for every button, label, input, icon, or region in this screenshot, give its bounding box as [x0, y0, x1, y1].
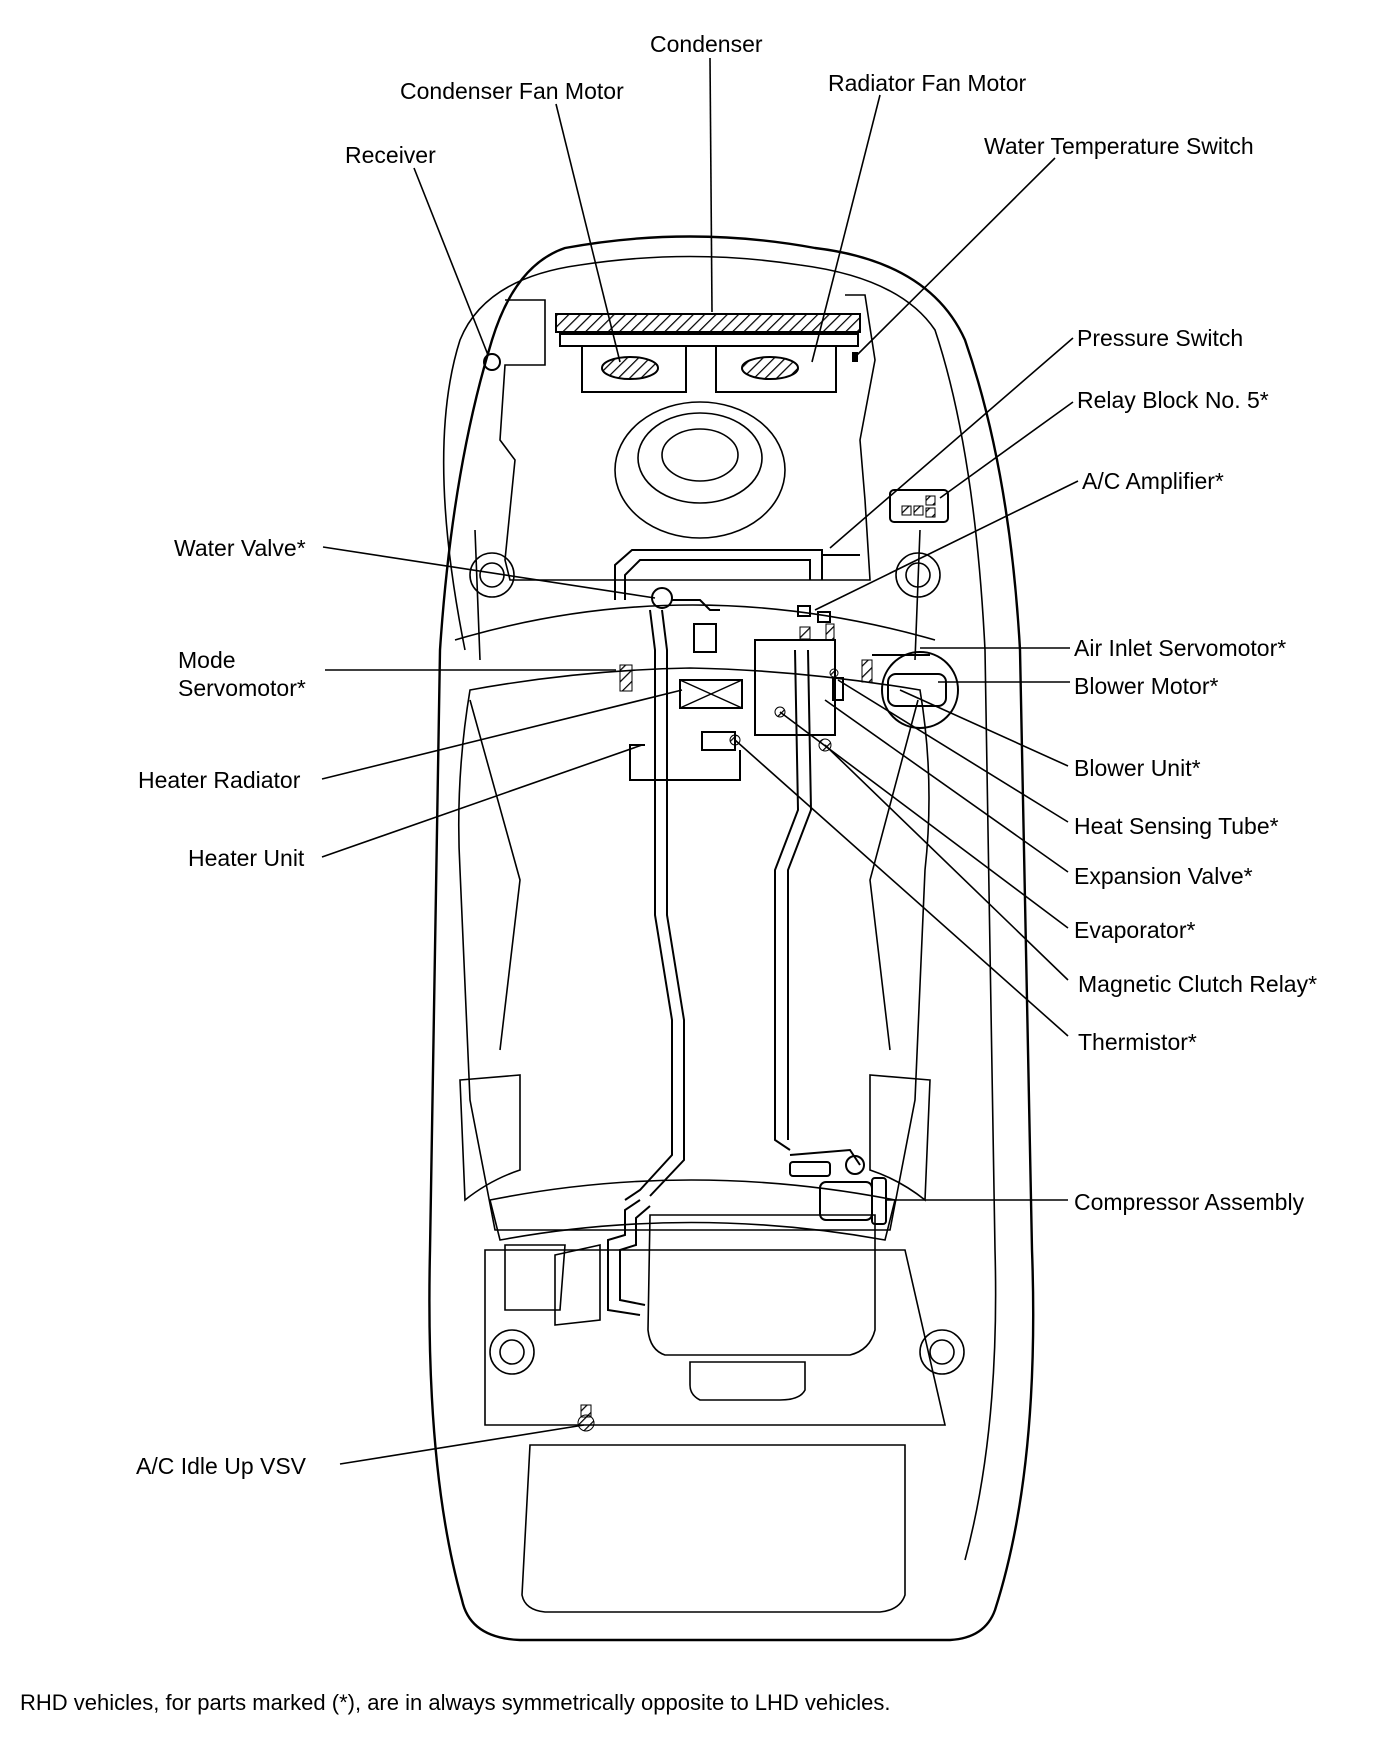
label-condenser: Condenser	[650, 31, 763, 57]
label-heat-sensing-tube: Heat Sensing Tube*	[1074, 813, 1279, 839]
label-water-valve: Water Valve*	[174, 535, 306, 561]
label-mode-servomotor-line2: Servomotor*	[178, 675, 306, 701]
label-expansion-valve: Expansion Valve*	[1074, 863, 1253, 889]
refrigerant-pipes	[614, 549, 861, 1201]
label-ac-amplifier: A/C Amplifier*	[1082, 468, 1224, 494]
footnote: RHD vehicles, for parts marked (*), are …	[20, 1690, 891, 1715]
car-body-outline	[428, 235, 1035, 1642]
label-condenser-fan-motor: Condenser Fan Motor	[400, 78, 624, 104]
relay-block	[889, 489, 949, 523]
engine-top	[614, 401, 786, 539]
label-evaporator: Evaporator*	[1074, 917, 1196, 943]
label-relay-block-no5: Relay Block No. 5*	[1077, 387, 1269, 413]
label-blower-motor: Blower Motor*	[1074, 673, 1218, 699]
label-blower-unit: Blower Unit*	[1074, 755, 1201, 781]
rear-engine	[554, 1155, 887, 1432]
label-mode-servomotor-line1: Mode	[178, 647, 236, 673]
label-pressure-switch: Pressure Switch	[1077, 325, 1243, 351]
label-radiator-fan-motor: Radiator Fan Motor	[828, 70, 1026, 96]
label-heater-radiator: Heater Radiator	[138, 767, 301, 793]
label-magnetic-clutch-relay: Magnetic Clutch Relay*	[1078, 971, 1317, 997]
leader-lines	[321, 57, 1079, 1465]
callout-labels: Condenser Condenser Fan Motor Radiator F…	[136, 31, 1317, 1479]
condenser-assembly	[483, 313, 861, 393]
label-water-temperature-switch: Water Temperature Switch	[984, 133, 1254, 159]
label-thermistor: Thermistor*	[1078, 1029, 1197, 1055]
label-air-inlet-servomotor: Air Inlet Servomotor*	[1074, 635, 1286, 661]
hvac-unit	[619, 587, 959, 781]
label-receiver: Receiver	[345, 142, 436, 168]
label-compressor-assembly: Compressor Assembly	[1074, 1189, 1305, 1215]
label-heater-unit: Heater Unit	[188, 845, 305, 871]
label-ac-idle-up-vsv: A/C Idle Up VSV	[136, 1453, 307, 1479]
